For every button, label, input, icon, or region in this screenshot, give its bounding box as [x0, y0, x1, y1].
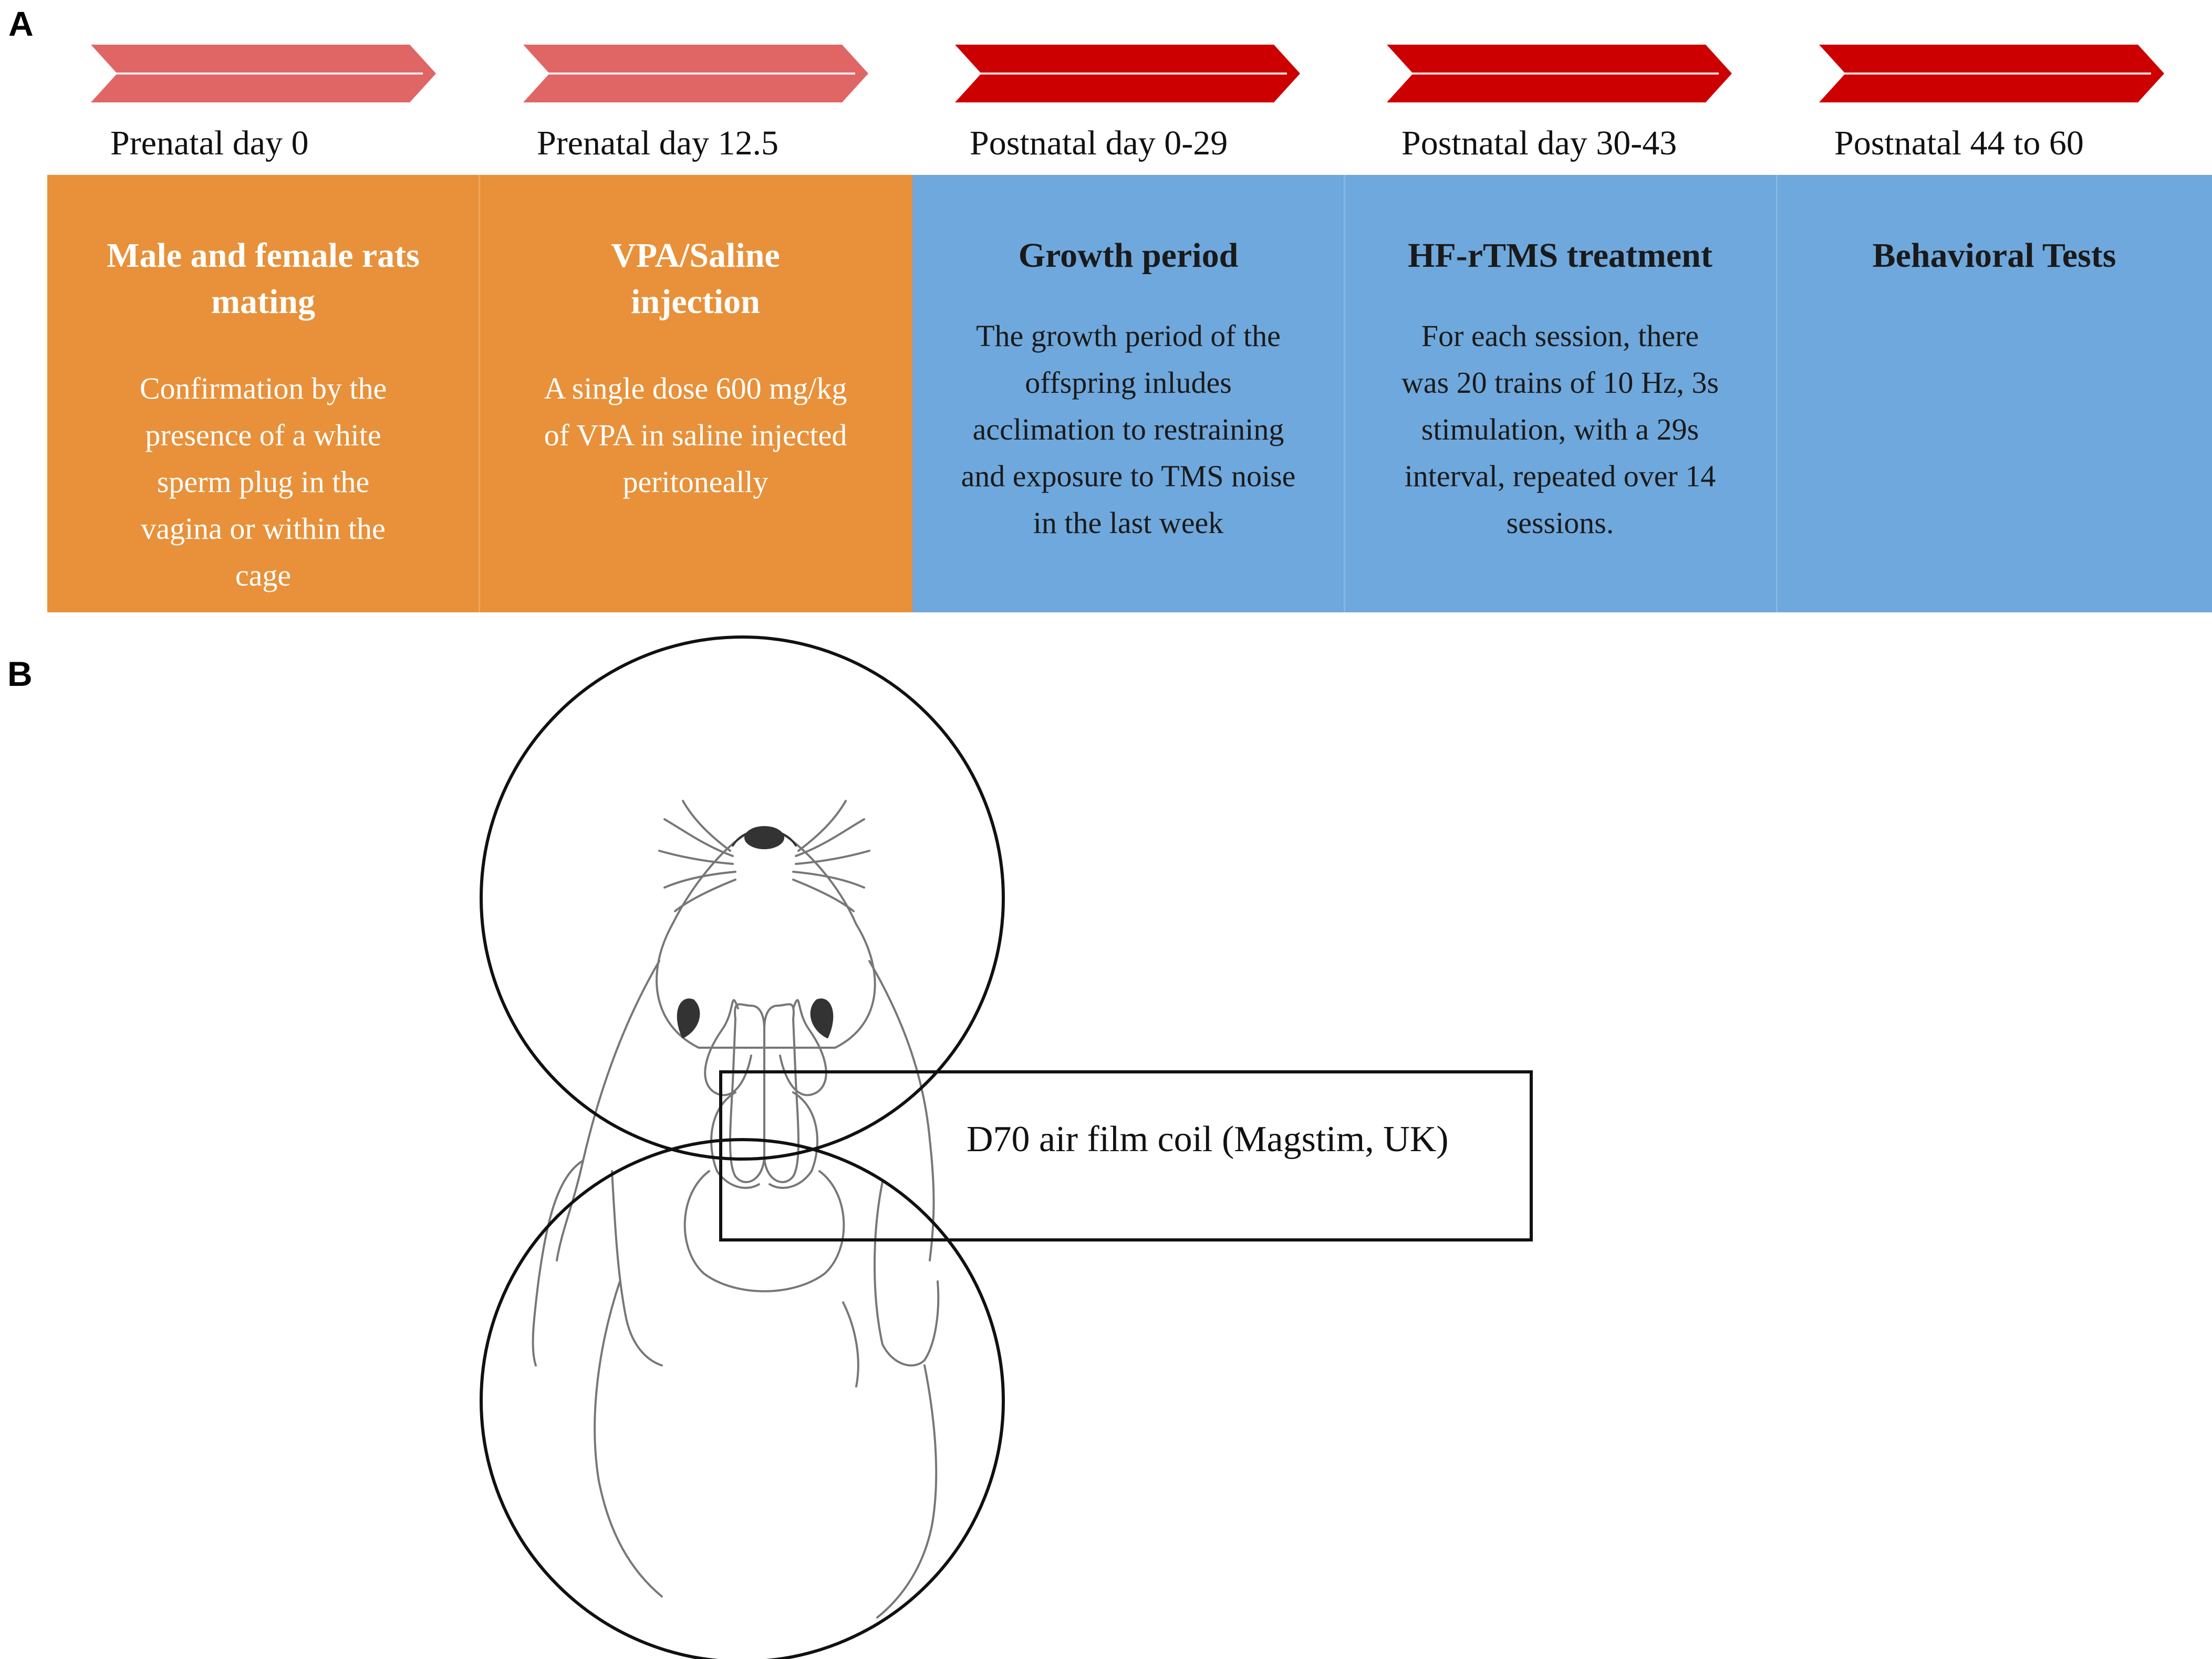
timeline-step-3: Growth period The growth period of the o…	[912, 175, 1344, 612]
coil-label-box	[719, 1070, 1533, 1241]
step-description-1: Confirmation by the presence of a white …	[139, 371, 387, 592]
left-eye-icon	[677, 998, 700, 1038]
step-title-4: HF-rTMS treatment	[1408, 236, 1712, 275]
timeline-step-1: Male and female rats mating Confirmation…	[47, 175, 479, 612]
timeline-step-5: Behavioral Tests	[1777, 175, 2212, 612]
stage-label-4: Postnatal day 30-43	[1401, 124, 1677, 162]
stage-label-2: Prenatal day 12.5	[537, 124, 779, 162]
rat-drawing	[532, 800, 940, 1619]
coil-label: D70 air film coil (Magstim, UK)	[967, 1119, 1449, 1160]
rat-coil-illustration	[480, 635, 1533, 1659]
stage-label-3: Postnatal day 0-29	[970, 124, 1228, 162]
step-title-1: Male and female rats mating	[107, 236, 420, 321]
postnatal-block	[912, 175, 2212, 612]
stage-label-1: Prenatal day 0	[110, 124, 309, 162]
coil-lower-circle	[480, 1138, 1005, 1659]
step-title-3: Growth period	[1018, 236, 1239, 275]
timeline-arrows	[91, 45, 2164, 102]
panel-label-b: B	[7, 654, 33, 693]
coil-upper-circle	[480, 635, 1005, 1161]
column-divider-3	[1344, 175, 1345, 612]
step-description-2: A single dose 600 mg/kg of VPA in saline…	[544, 371, 847, 499]
panel-label-a: A	[8, 4, 34, 43]
step-description-4: For each session, there was 20 trains of…	[1401, 319, 1719, 540]
right-eye-icon	[810, 998, 834, 1038]
step-description-3: The growth period of the offspring inlud…	[961, 319, 1296, 540]
nose-icon	[744, 826, 784, 849]
step-title-5: Behavioral Tests	[1872, 236, 2116, 275]
column-divider-1	[479, 175, 480, 612]
column-divider-4	[1776, 175, 1778, 612]
timeline-step-2: VPA/Saline injection A single dose 600 m…	[479, 175, 912, 612]
stage-label-5: Postnatal 44 to 60	[1834, 124, 2084, 162]
coil-drawing	[480, 635, 1533, 1659]
timeline-step-4: HF-rTMS treatment For each session, ther…	[1344, 175, 1776, 612]
step-title-2: VPA/Saline injection	[611, 236, 780, 321]
